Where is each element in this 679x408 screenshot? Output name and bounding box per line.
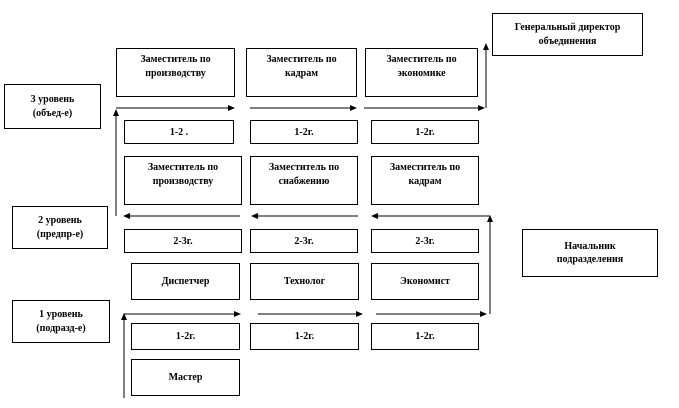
duration-l1-3: 1-2г.: [371, 323, 479, 350]
dispatcher-box: Диспетчер: [131, 263, 240, 300]
duration-l2-1: 2-3г.: [124, 229, 242, 253]
master-box: Мастер: [131, 359, 240, 396]
general-director-box: Генеральный директор объединения: [492, 13, 643, 56]
deputy-economics-l3: Заместитель по экономике: [365, 48, 478, 97]
duration-l2-2: 2-3г.: [250, 229, 358, 253]
duration-l2-3: 2-3г.: [371, 229, 479, 253]
economist-box: Экономист: [371, 263, 479, 300]
technologist-box: Технолог: [250, 263, 359, 300]
duration-l1-2: 1-2г.: [250, 323, 359, 350]
deputy-production-l3: Заместитель по производству: [116, 48, 235, 97]
level-1-label: 1 уровень (подразд-е): [12, 300, 110, 343]
duration-l3-1: 1-2 .: [124, 120, 234, 144]
deputy-personnel-l3: Заместитель по кадрам: [246, 48, 357, 97]
level-2-label: 2 уровень (предпр-е): [12, 206, 108, 249]
level-3-label: 3 уровень (объед-е): [4, 84, 101, 129]
duration-l3-3: 1-2г.: [371, 120, 479, 144]
unit-head-box: Начальник подразделения: [522, 229, 658, 277]
deputy-supply-l2: Заместитель по снабжению: [250, 156, 358, 205]
duration-l3-2: 1-2г.: [250, 120, 358, 144]
deputy-production-l2: Заместитель по производству: [124, 156, 242, 205]
deputy-personnel-l2: Заместитель по кадрам: [371, 156, 479, 205]
duration-l1-1: 1-2г.: [131, 323, 240, 350]
